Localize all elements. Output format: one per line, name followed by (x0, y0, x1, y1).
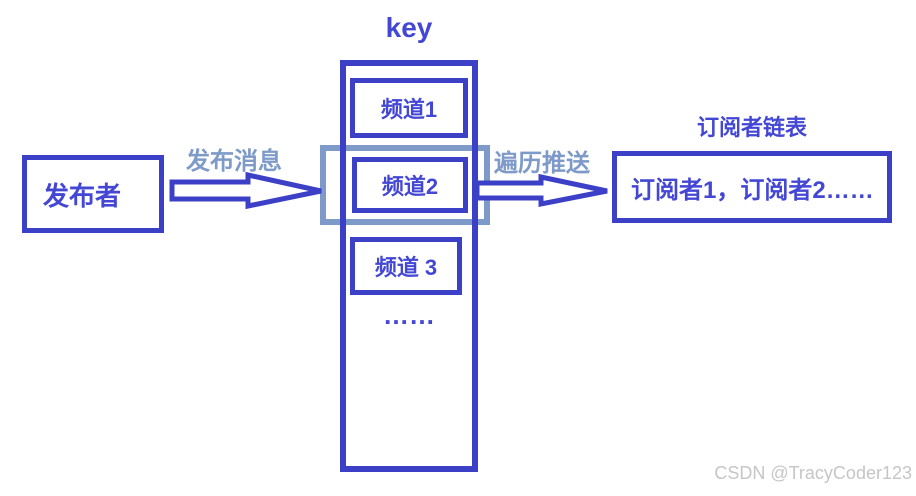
publisher-box: 发布者 (22, 155, 164, 233)
channel-label: 频道2 (381, 174, 439, 199)
channel-box-2: 频道2 (352, 157, 468, 213)
channel-list-container (340, 60, 478, 472)
publisher-label: 发布者 (43, 180, 122, 211)
subscriber-list-title: 订阅者链表 (696, 115, 807, 140)
publish-arrow-icon (169, 171, 322, 210)
channel-label: 频道1 (380, 97, 438, 122)
channel-label: 频道 3 (374, 255, 438, 280)
push-arrow-label: 遍历推送 (494, 150, 590, 177)
key-column-title: key (385, 12, 433, 43)
channel-box-1: 频道1 (350, 78, 468, 138)
subscriber-list-box: 订阅者1，订阅者2…… (612, 151, 892, 223)
csdn-watermark: CSDN @TracyCoder123 (714, 463, 912, 483)
subscriber-list-label: 订阅者1，订阅者2…… (631, 176, 874, 204)
more-channels-ellipsis: …… (383, 300, 435, 330)
channel-box-3: 频道 3 (350, 237, 462, 295)
push-arrow-icon (474, 173, 608, 208)
publish-arrow-label: 发布消息 (186, 148, 282, 175)
